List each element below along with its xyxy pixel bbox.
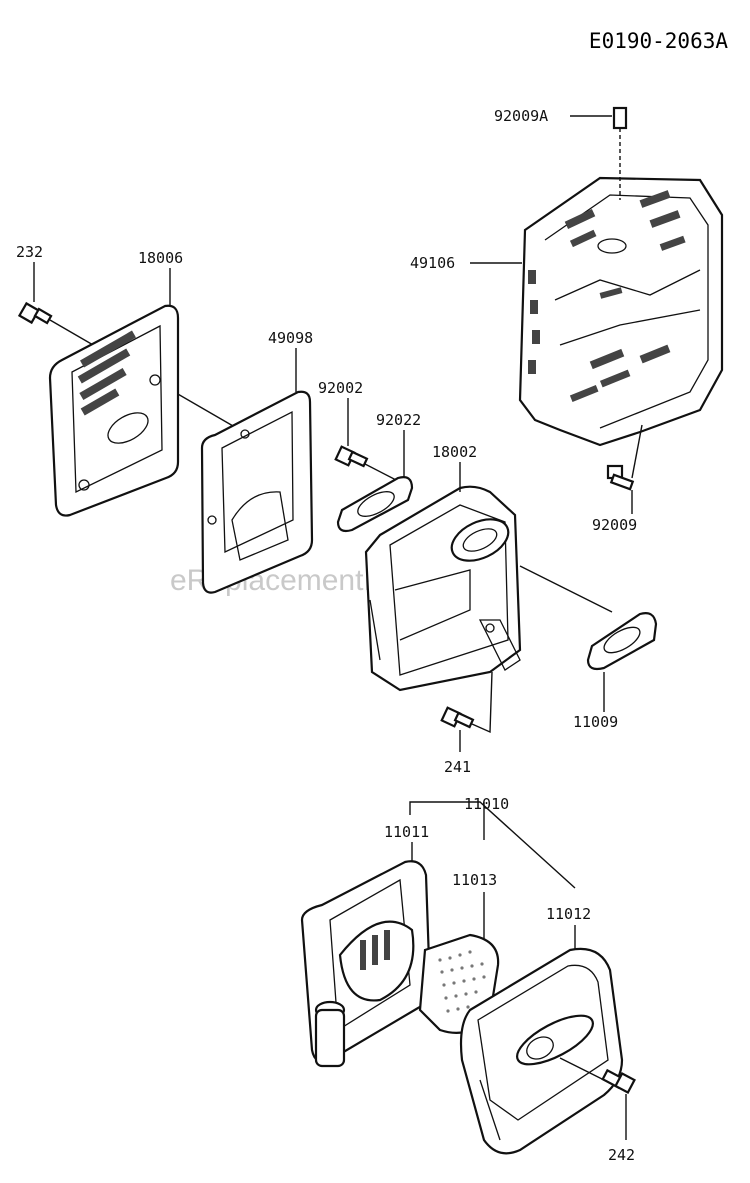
- label-92009: 92009: [592, 516, 637, 534]
- part-18002-muffler: [364, 485, 522, 692]
- label-49098: 49098: [268, 329, 313, 347]
- label-92009A: 92009A: [494, 107, 548, 125]
- label-11012: 11012: [546, 905, 591, 923]
- part-11011-case: [300, 860, 432, 1068]
- label-11009: 11009: [573, 713, 618, 731]
- label-232: 232: [16, 243, 43, 261]
- diagram-code: E0190-2063A: [589, 29, 728, 53]
- label-49106: 49106: [410, 254, 455, 272]
- label-242: 242: [608, 1146, 635, 1164]
- part-49098-plate: [200, 390, 314, 594]
- label-11011: 11011: [384, 823, 429, 841]
- part-11009-gasket: [586, 612, 658, 671]
- part-18006-cover: [48, 304, 180, 517]
- part-92009-screw: [606, 424, 643, 491]
- part-241-screw: [440, 671, 493, 734]
- label-11013: 11013: [452, 871, 497, 889]
- label-18002: 18002: [432, 443, 477, 461]
- part-11012-cover: [459, 947, 624, 1155]
- leader-11010-bracket: [409, 801, 576, 889]
- label-92002: 92002: [318, 379, 363, 397]
- label-18006: 18006: [138, 249, 183, 267]
- part-92009A-screw: [612, 106, 628, 200]
- label-11010: 11010: [464, 795, 509, 813]
- label-241: 241: [444, 758, 471, 776]
- part-49106-shroud: [518, 176, 724, 447]
- part-242-screw: [559, 1057, 636, 1094]
- label-92022: 92022: [376, 411, 421, 429]
- leader-alignment-11009: [519, 565, 613, 613]
- part-92002-screw: [334, 445, 401, 483]
